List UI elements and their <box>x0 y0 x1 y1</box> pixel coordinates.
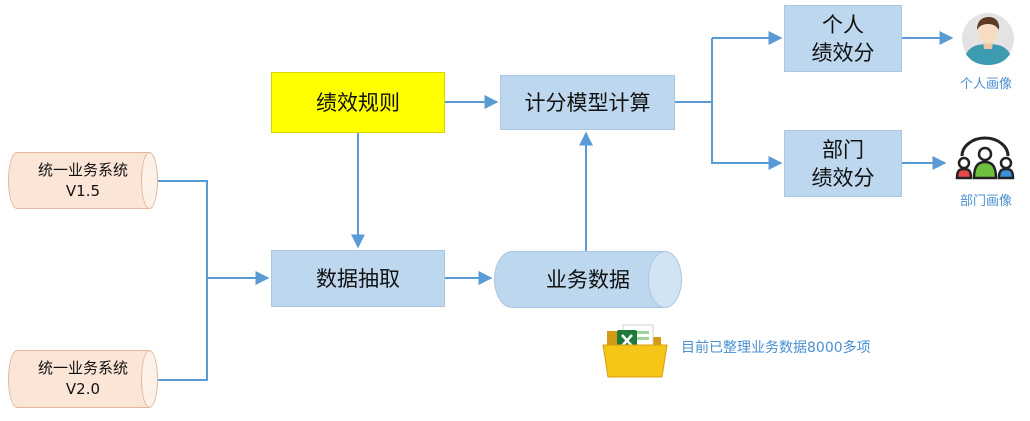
extract-box: 数据抽取 <box>271 250 445 307</box>
business-data-cylinder: 业务数据 <box>494 251 682 308</box>
dept-profile-caption: 部门画像 <box>960 194 1013 209</box>
arrow-to-dept-score <box>711 102 783 170</box>
line-calc-split <box>675 38 713 103</box>
source-system-v15: 统一业务系统 V1.5 <box>8 152 158 209</box>
calc-box: 计分模型计算 <box>500 75 675 130</box>
rules-box: 绩效规则 <box>271 72 445 133</box>
excel-note: 目前已整理业务数据8000多项 <box>681 340 871 356</box>
cylinder-cap <box>648 251 682 308</box>
personal-profile-caption: 个人画像 <box>960 77 1013 92</box>
line-v20-to-trunk <box>158 278 208 381</box>
excel-folder-icon <box>602 324 668 378</box>
source-system-v20: 统一业务系统 V2.0 <box>8 350 158 408</box>
cylinder-cap <box>141 350 158 408</box>
source-v20-label: 统一业务系统 V2.0 <box>37 359 128 398</box>
person-avatar-icon <box>962 13 1014 65</box>
team-icon <box>955 136 1015 180</box>
personal-score-box: 个人 绩效分 <box>784 5 902 72</box>
source-v15-label: 统一业务系统 V1.5 <box>37 160 128 200</box>
dept-score-box: 部门 绩效分 <box>784 130 902 197</box>
business-data-label: 业务数据 <box>546 267 630 292</box>
arrow-v15-to-extract <box>158 180 270 285</box>
cylinder-cap <box>141 152 158 209</box>
